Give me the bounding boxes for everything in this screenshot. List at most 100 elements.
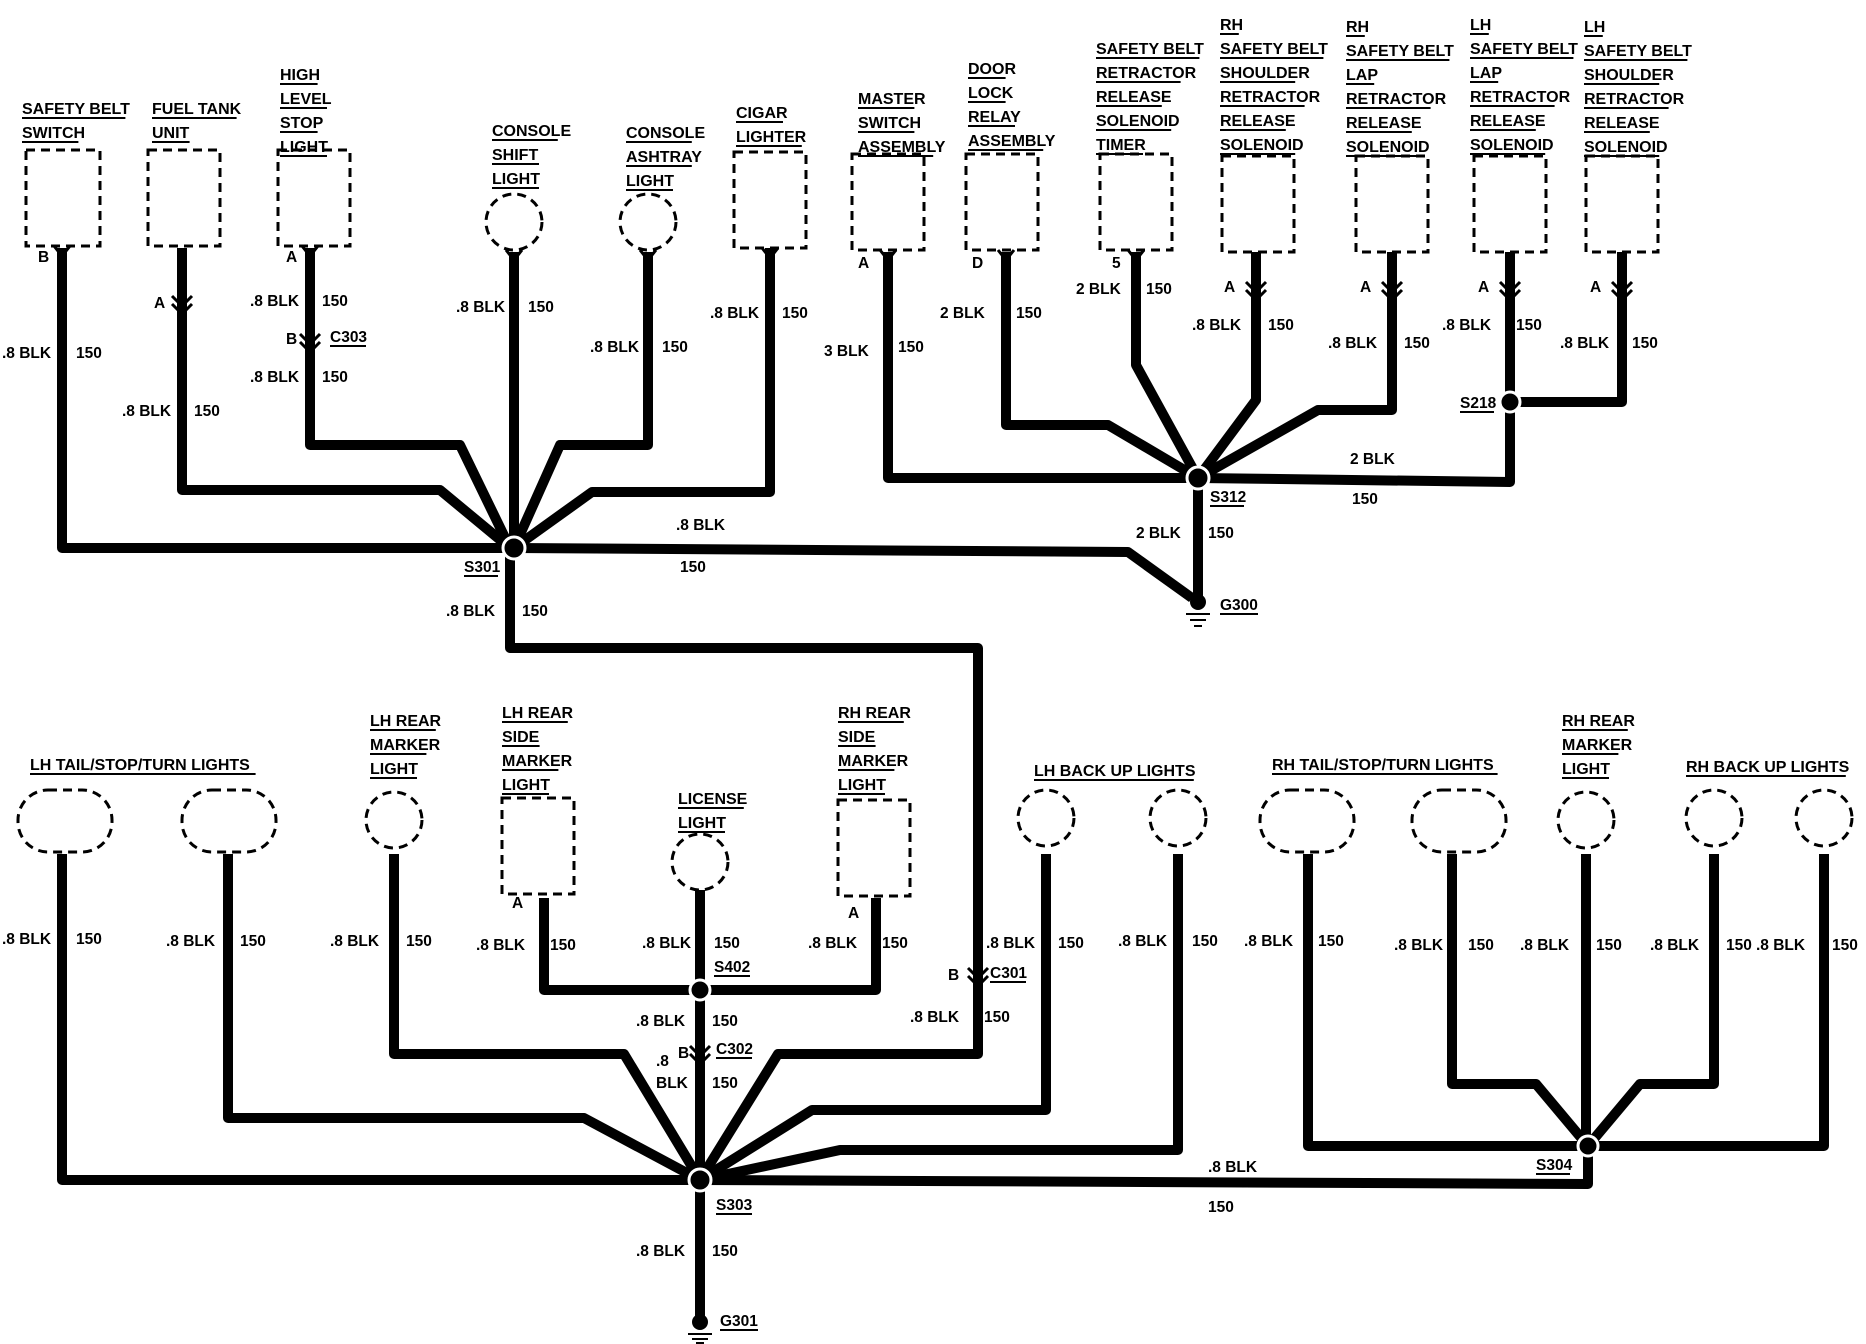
pin-lhs: A	[1590, 279, 1601, 296]
circuit-number-62: 150	[1318, 933, 1344, 950]
wire-lh-tail-1	[57, 854, 700, 1185]
wire-lh-backup-1	[697, 854, 1051, 1185]
component-label-rrs-0: RH REAR	[838, 705, 911, 722]
circuit-number-55: 150	[712, 1013, 738, 1030]
circuit-number-23: 150	[1146, 281, 1172, 298]
splice-s312	[1185, 465, 1211, 491]
wire-color-8: .8 BLK	[456, 299, 506, 316]
terminal-sbt	[1126, 249, 1146, 263]
master-switch-box	[850, 152, 926, 252]
pin-labels: B A A B A D 5 A A A A A A B B	[38, 249, 1601, 1062]
wire-color-69: .8 BLK	[1756, 937, 1806, 954]
splice-s402	[688, 978, 712, 1002]
wire-color-44: .8 BLK	[642, 935, 692, 952]
wire-color-22: 2 BLK	[1076, 281, 1122, 298]
label-s303: S303	[716, 1197, 753, 1214]
pin-sbs: B	[38, 249, 49, 266]
component-label-rrs-2: MARKER	[838, 753, 909, 770]
component-label-rrm-1: MARKER	[1562, 737, 1633, 754]
wire-rh-backup-1	[1584, 854, 1719, 1150]
wire-color-14: .8 BLK	[676, 517, 726, 534]
component-label-lic-1: LIGHT	[678, 815, 726, 832]
component-label-msw-0: MASTER	[858, 91, 926, 108]
wire-color-50: .8 BLK	[1118, 933, 1168, 950]
component-label-ftu-0: FUEL TANK	[152, 101, 242, 118]
wire-color-63: .8 BLK	[1394, 937, 1444, 954]
splices	[501, 390, 1600, 1193]
circuit-number-37: 150	[76, 931, 102, 948]
pin-ftu: A	[154, 295, 165, 312]
ground-g301	[688, 1314, 712, 1344]
circuit-number-13: 150	[782, 305, 808, 322]
conn-c301	[966, 966, 990, 989]
component-label-lhl-2: LAP	[1470, 65, 1502, 82]
component-label-hls-1: LEVEL	[280, 91, 332, 108]
component-label-lbu-0: LH BACK UP LIGHTS	[1034, 763, 1196, 780]
label-c302: C302	[716, 1041, 753, 1058]
safety-belt-switch-box	[24, 148, 102, 248]
circuit-number-5: 150	[322, 293, 348, 310]
wire-belt-timer	[1131, 252, 1203, 481]
rh-rear-side-marker-box	[836, 798, 912, 898]
component-label-dlr-1: LOCK	[968, 85, 1014, 102]
wire-door-lock-relay	[1001, 252, 1201, 483]
component-label-sbt-1: RETRACTOR	[1096, 65, 1197, 82]
component-label-lrs-1: SIDE	[502, 729, 540, 746]
conn-rhs-a	[1244, 280, 1268, 303]
wire-master-switch	[883, 252, 1198, 483]
pin-c303: B	[286, 331, 297, 348]
component-label-lrs-2: MARKER	[502, 753, 573, 770]
component-label-cal-0: CONSOLE	[626, 125, 705, 142]
component-label-rhs-0: RH	[1220, 17, 1243, 34]
splice-s301	[501, 535, 527, 561]
lh-tail-lamp-2	[180, 788, 278, 854]
terminal-sbs	[52, 245, 72, 259]
wire-lh-backup-2	[698, 854, 1183, 1185]
circuit-number-53: 150	[984, 1009, 1010, 1026]
component-label-rhl-3: RETRACTOR	[1346, 91, 1447, 108]
cigar-lighter-box	[732, 150, 808, 250]
splice-s304	[1576, 1134, 1600, 1158]
label-s218: S218	[1460, 395, 1497, 412]
component-label-rhl-4: RELEASE	[1346, 115, 1422, 132]
circuit-number-41: 150	[406, 933, 432, 950]
rh-tail-lamp-2	[1410, 788, 1508, 854]
wire-rh-rear-side-marker	[700, 898, 881, 995]
wire-rh-tail-1	[1303, 854, 1588, 1151]
circuit-number-17: 150	[522, 603, 548, 620]
circuit-number-27: 150	[1404, 335, 1430, 352]
wire-color-26: .8 BLK	[1328, 335, 1378, 352]
component-label-ftu-1: UNIT	[152, 125, 190, 142]
circuit-number-39: 150	[240, 933, 266, 950]
component-label-lhl-3: RETRACTOR	[1470, 89, 1571, 106]
rh-rear-marker-bulb	[1556, 790, 1616, 850]
component-label-cal-2: LIGHT	[626, 173, 674, 190]
component-label-msw-2: ASSEMBLY	[858, 139, 946, 156]
wire-labels: .8 BLK 150 .8 BLK 150 .8 BLK 150 .8 BLK 150 .8 B…	[2, 281, 1858, 1260]
component-label-rrm-2: LIGHT	[1562, 761, 1610, 778]
rh-backup-bulb-2	[1794, 788, 1854, 848]
component-label-lhs-5: SOLENOID	[1584, 139, 1668, 156]
component-label-lhs-2: SHOULDER	[1584, 67, 1674, 84]
wire-color-40: .8 BLK	[330, 933, 380, 950]
wire-color-42: .8 BLK	[476, 937, 526, 954]
conn-lhl-a	[1498, 280, 1522, 303]
pin-c301: B	[948, 967, 959, 984]
conn-lhs-a	[1610, 280, 1634, 303]
wire-color-0: .8 BLK	[2, 345, 52, 362]
wire-color-52: .8 BLK	[910, 1009, 960, 1026]
pin-c302: B	[678, 1045, 689, 1062]
wire-cigar-lighter	[511, 248, 775, 553]
component-label-lrm-2: LIGHT	[370, 761, 418, 778]
wire-color-30: .8 BLK	[1560, 335, 1610, 352]
circuit-number-33: 150	[1352, 491, 1378, 508]
circuit-number-49: 150	[1058, 935, 1084, 952]
circuit-number-11: 150	[662, 339, 688, 356]
component-label-sbt-3: SOLENOID	[1096, 113, 1180, 130]
circuit-number-19: 150	[898, 339, 924, 356]
rh-tail-lamp-1	[1258, 788, 1356, 854]
wire-console-ashtray-light	[509, 252, 653, 551]
circuit-number-51: 150	[1192, 933, 1218, 950]
component-label-rrs-3: LIGHT	[838, 777, 886, 794]
console-shift-light-bulb	[484, 192, 544, 252]
